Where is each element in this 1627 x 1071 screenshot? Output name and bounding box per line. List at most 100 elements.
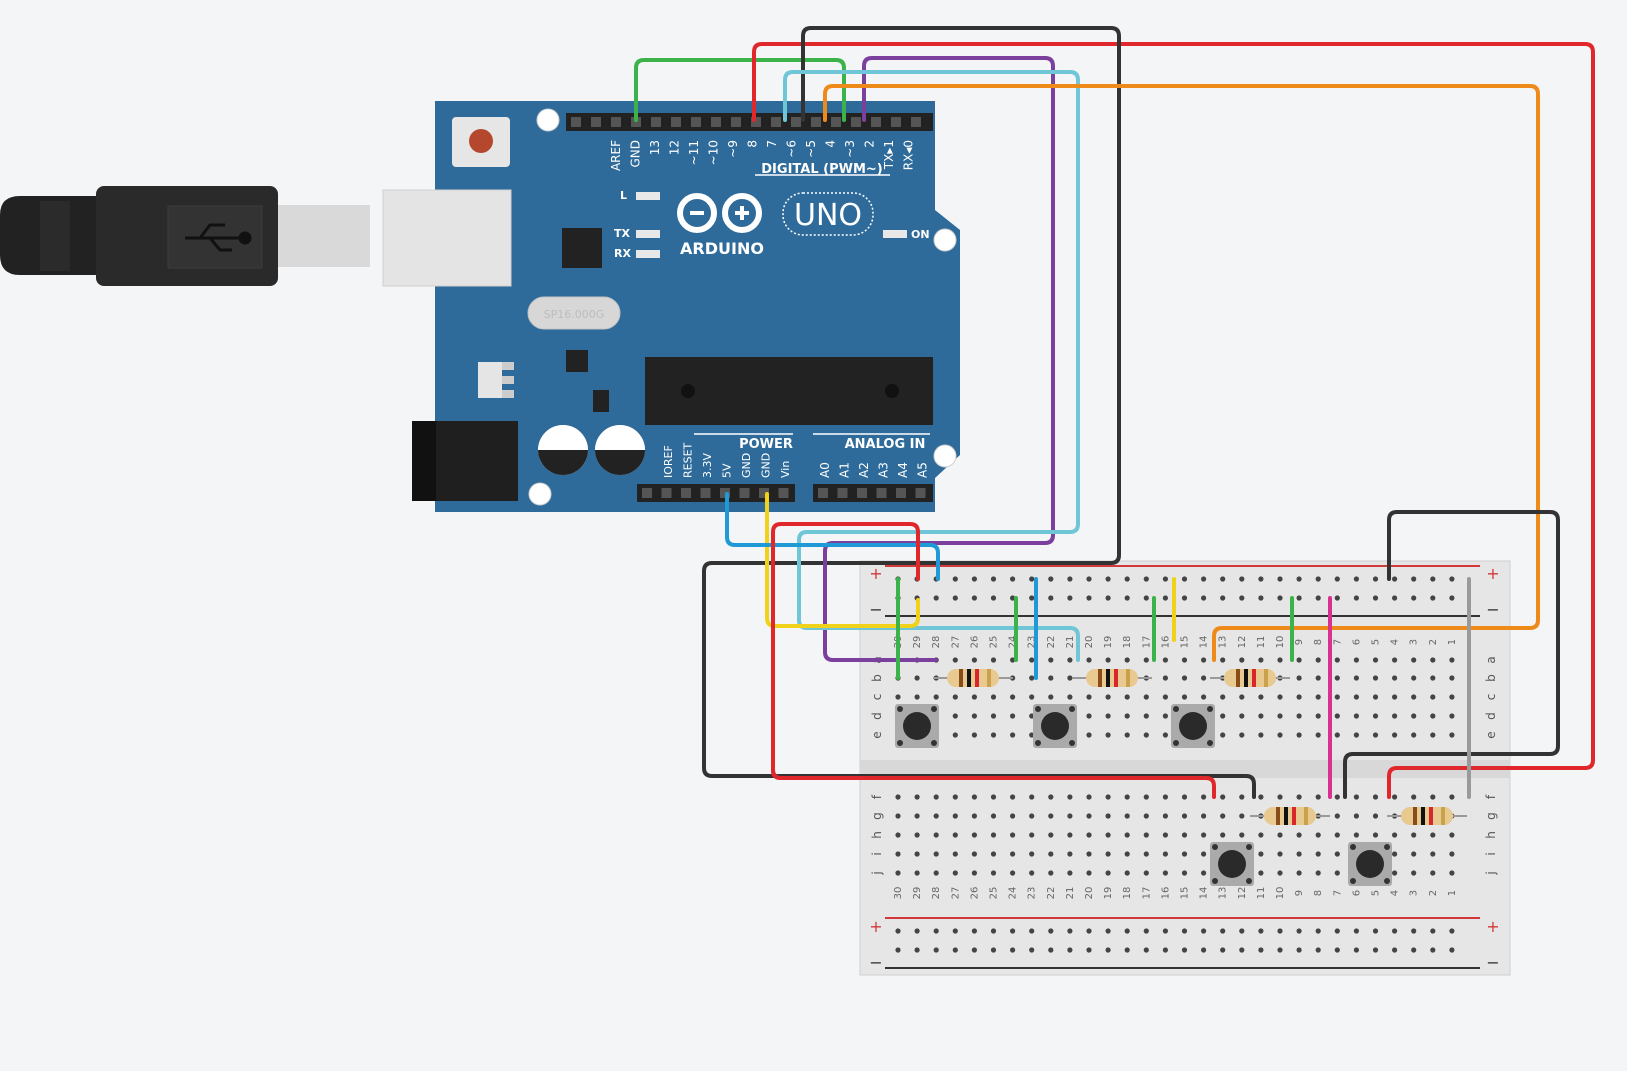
row-label: e [1484,731,1498,738]
digital-pin-label: GND [629,140,643,168]
usb-icon [185,223,252,252]
resistor[interactable] [1210,669,1290,687]
wire-orange-pin5 [823,84,1540,662]
row-label: a [1484,656,1498,663]
analog-pin-label: A1 [838,462,852,478]
column-label: 9 [1294,890,1305,896]
svg-text:SP16.000G: SP16.000G [544,308,605,321]
column-label: 25 [989,887,1000,900]
column-label: 29 [912,887,923,900]
digital-pin-label: 2 [863,140,877,148]
svg-text:RX: RX [614,247,631,260]
capacitor [595,425,645,475]
wire-red-bottom [771,768,1216,799]
resistor[interactable] [1072,669,1152,687]
pushbutton[interactable] [1033,704,1077,748]
digital-label: DIGITAL (PWM~) [761,162,882,177]
resistor[interactable] [1250,807,1330,825]
column-label: 11 [1256,887,1267,900]
row-label: f [870,794,884,799]
arduino-uno-board[interactable]: SP16.000G L TX RX ON [382,101,960,512]
column-label: 3 [1409,890,1420,896]
column-label: 22 [1046,636,1057,649]
column-label: 17 [1141,636,1152,649]
column-label: 22 [1046,887,1057,900]
column-label: 6 [1351,890,1362,896]
column-label: 1 [1447,639,1458,645]
column-label: 10 [1275,636,1286,649]
svg-text:−: − [1486,953,1499,972]
digital-pin-label: 12 [668,140,682,155]
analog-label: ANALOG IN [845,437,926,452]
power-pin-label: 3.3V [701,453,714,478]
digital-pin-label: ~6 [785,140,799,158]
svg-text:−: − [869,600,882,619]
row-label: i [870,852,884,855]
capacitor [538,425,588,475]
resistor[interactable] [933,669,1013,687]
digital-pin-label: ~5 [804,140,818,158]
column-label: 2 [1428,639,1439,645]
column-label: 17 [1141,887,1152,900]
svg-text:TX: TX [614,227,631,240]
dc-power-jack[interactable] [412,421,518,501]
column-label: 19 [1103,887,1114,900]
column-label: 29 [912,636,923,649]
column-label: 1 [1447,890,1458,896]
column-label: 13 [1218,636,1229,649]
pushbutton[interactable] [1210,842,1254,886]
svg-text:+: + [1486,917,1499,936]
column-label: 14 [1199,636,1210,649]
wires[interactable] [634,26,1595,799]
column-label: 19 [1103,636,1114,649]
digital-pin-label: ~9 [726,140,740,158]
digital-pin-label: RX◂0 [902,140,916,170]
arduino-logo: ARDUINO UNO [677,192,874,258]
pushbutton[interactable] [895,704,939,748]
wire-purple-pin3 [823,56,1055,662]
column-label: 9 [1294,639,1305,645]
row-label: f [1484,794,1498,799]
pushbutton[interactable] [1171,704,1215,748]
column-label: 26 [969,887,980,900]
column-label: 27 [950,887,961,900]
digital-pin-label: 8 [746,140,760,148]
svg-text:+: + [869,917,882,936]
column-label: 12 [1237,887,1248,900]
analog-pin-label: A5 [916,462,930,478]
digital-pin-label: ~3 [843,140,857,158]
row-label: h [870,831,884,839]
column-label: 13 [1218,887,1229,900]
column-label: 28 [931,636,942,649]
analog-pin-label: A2 [857,462,871,478]
wire-blue-5v [725,492,940,581]
column-label: 25 [989,636,1000,649]
power-pin-label: IOREF [662,445,675,478]
wire-green-gnd [634,58,846,122]
resistor[interactable] [1387,807,1467,825]
wire-red-pin8 [752,42,1595,799]
column-label: 15 [1180,887,1191,900]
power-pin-label: GND [760,453,773,478]
column-label: 3 [1409,639,1420,645]
row-label: i [1484,852,1498,855]
digital-pin-label: ~11 [687,140,701,165]
pushbutton[interactable] [1348,842,1392,886]
column-label: 24 [1008,887,1019,900]
reset-button[interactable] [452,117,510,167]
row-label: j [1484,871,1498,875]
digital-pin-label: TX▸1 [882,140,896,170]
digital-pin-label: 7 [765,140,779,148]
column-label: 4 [1390,890,1401,896]
atmega-chip [645,357,933,425]
wire-black-gnd-right [1343,510,1560,799]
column-label: 7 [1332,639,1343,645]
column-label: 18 [1122,887,1133,900]
svg-text:ARDUINO: ARDUINO [680,239,764,258]
column-label: 5 [1371,639,1382,645]
analog-pin-label: A0 [818,462,832,478]
row-label: b [1484,674,1498,682]
digital-pin-label: ~10 [707,140,721,165]
digital-pin-label: 4 [824,140,838,148]
